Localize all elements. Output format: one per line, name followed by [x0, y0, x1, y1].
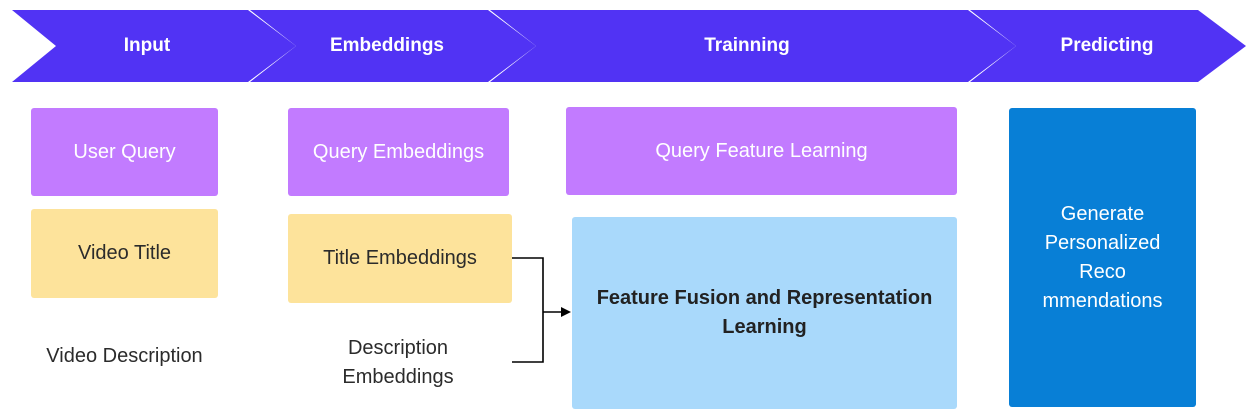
stage-arrow-predicting	[970, 10, 1246, 82]
arrowhead	[561, 307, 571, 317]
description-embeddings-text: Description Embeddings	[342, 337, 454, 388]
stage-label-embeddings: Embeddings	[329, 35, 444, 56]
connector-title	[512, 257, 544, 312]
connector-description	[512, 312, 544, 363]
user-query-box: User Query	[31, 108, 218, 196]
stage-label-predicting: Predicting	[1060, 35, 1154, 56]
stage-label-training: Trainning	[704, 35, 790, 56]
generate-recommendations-box: Generate Personalized Reco mmendations	[1009, 108, 1196, 407]
stage-arrow-input	[12, 10, 296, 82]
stage-arrow-training	[490, 10, 1016, 82]
stage-label-input: Input	[123, 35, 171, 56]
feature-fusion-box: Feature Fusion and Representation Learni…	[572, 217, 957, 409]
title-embeddings-box: Title Embeddings	[288, 214, 512, 303]
stage-arrow-embeddings	[250, 10, 536, 82]
video-description-text: Video Description	[46, 345, 203, 367]
video-title-box: Video Title	[31, 209, 218, 298]
query-feature-learning-box: Query Feature Learning	[566, 107, 957, 195]
query-embeddings-box: Query Embeddings	[288, 108, 509, 196]
